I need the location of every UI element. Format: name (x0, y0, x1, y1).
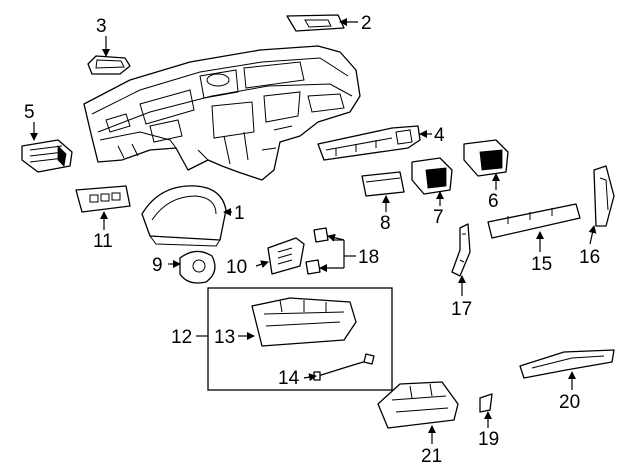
callout-7: 7 (433, 207, 444, 228)
part-21-glovebox (377, 381, 459, 429)
callout-2: 2 (361, 13, 372, 34)
callout-20: 20 (559, 392, 580, 413)
part-1-cluster-bezel (141, 185, 227, 247)
callout-3: 3 (96, 16, 107, 37)
callout-1: 1 (234, 203, 245, 224)
part-15-long-trim (487, 203, 581, 239)
part-11-switch-panel (75, 185, 131, 213)
part-4-center-trim (317, 125, 421, 161)
callout-21: 21 (421, 446, 442, 467)
part-20-glovebox-door (519, 349, 615, 379)
part-12-group-box (207, 287, 393, 391)
part-6-vent (463, 139, 509, 177)
callout-15: 15 (531, 254, 552, 275)
callout-18: 18 (358, 247, 379, 268)
part-14-rod (313, 353, 375, 381)
callout-labels: 3 2 5 4 6 7 8 1 11 9 10 18 15 16 17 12 1… (24, 13, 600, 467)
callout-12: 12 (171, 327, 192, 348)
instrument-panel-frame (83, 45, 361, 181)
callout-4: 4 (434, 125, 445, 146)
part-18-clips (305, 227, 329, 275)
part-17-bracket (451, 223, 471, 277)
part-10-switch (267, 237, 305, 275)
callout-8: 8 (380, 213, 391, 234)
part-16-end-cap (593, 165, 615, 227)
callout-17: 17 (451, 299, 472, 320)
callout-10: 10 (226, 257, 247, 278)
part-7-vent (411, 157, 453, 195)
callout-19: 19 (478, 429, 499, 450)
callout-13: 13 (214, 327, 235, 348)
callout-9: 9 (152, 255, 163, 276)
part-19-small-bracket (479, 393, 493, 413)
callout-14: 14 (278, 368, 300, 389)
part-9-round-switch (179, 250, 216, 284)
part-2-pad (286, 14, 345, 32)
part-3-cover (87, 55, 131, 75)
callout-5: 5 (24, 102, 35, 123)
part-5-side-vent (21, 139, 73, 173)
callout-11: 11 (93, 231, 113, 252)
callout-16: 16 (579, 247, 600, 268)
callout-6: 6 (488, 191, 499, 212)
leader-lines (30, 18, 597, 444)
part-13-lower-panel (251, 297, 357, 347)
part-8-block (361, 171, 405, 197)
